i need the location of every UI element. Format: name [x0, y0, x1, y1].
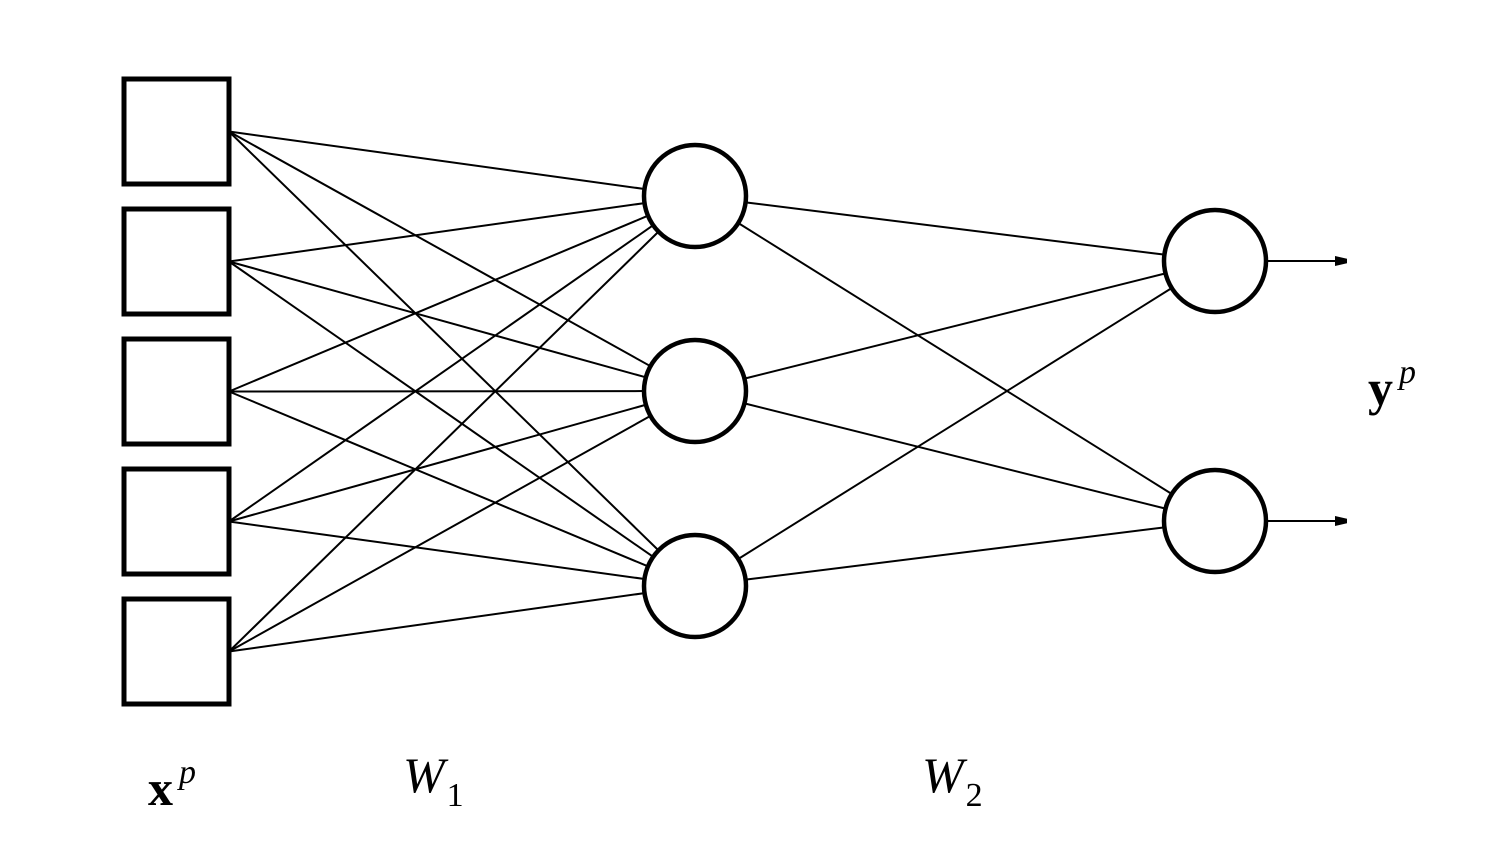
output-layer	[1161, 207, 1269, 575]
w2-edge-1-1	[745, 201, 1165, 256]
input-unit-2	[121, 206, 232, 317]
w1-edge-5-2	[228, 415, 651, 653]
hidden-unit-3	[641, 532, 749, 640]
hidden-unit-2	[641, 337, 749, 445]
output-vector-symbol: y	[1368, 360, 1393, 416]
weight-2-subscript: 2	[966, 777, 983, 814]
weight-1-label: W1	[403, 747, 464, 814]
input-unit-4	[121, 466, 232, 577]
output-unit-2	[1161, 467, 1269, 575]
weight-layer-2-connections	[737, 201, 1173, 581]
weight-2-symbol: W	[922, 747, 968, 803]
w1-edge-5-3	[228, 592, 645, 653]
weight-2-label: W2	[922, 747, 983, 814]
w2-edge-2-2	[744, 402, 1166, 510]
w1-edge-1-3	[228, 130, 660, 552]
w2-edge-3-1	[737, 287, 1173, 560]
input-unit-5	[121, 596, 232, 707]
w1-edge-4-2	[228, 403, 647, 523]
w1-edge-5-1	[228, 230, 660, 653]
w1-edge-1-1	[228, 130, 645, 190]
w2-edge-3-2	[745, 526, 1165, 581]
output-vector-superscript: p	[1397, 354, 1416, 391]
input-layer	[121, 76, 232, 707]
w1-edge-1-2	[228, 130, 651, 368]
w2-edge-1-2	[737, 222, 1173, 495]
input-unit-3	[121, 336, 232, 447]
weight-1-symbol: W	[403, 747, 449, 803]
w1-edge-2-1	[228, 202, 645, 263]
w1-edge-3-1	[228, 214, 649, 393]
output-unit-1	[1161, 207, 1269, 315]
hidden-layer	[641, 142, 749, 640]
w1-edge-2-2	[228, 260, 647, 379]
weight-layer-1-connections	[228, 130, 660, 653]
w1-edge-3-3	[228, 390, 649, 568]
hidden-unit-1	[641, 142, 749, 250]
weight-1-subscript: 1	[447, 777, 464, 814]
input-unit-1	[121, 76, 232, 187]
output-arrows	[1266, 261, 1346, 521]
w2-edge-2-1	[744, 272, 1166, 380]
w1-edge-4-3	[228, 520, 645, 580]
w1-edge-2-3	[228, 260, 654, 558]
input-vector-symbol: x	[148, 760, 173, 816]
input-vector-superscript: p	[177, 754, 196, 791]
w1-edge-4-1	[228, 224, 654, 523]
